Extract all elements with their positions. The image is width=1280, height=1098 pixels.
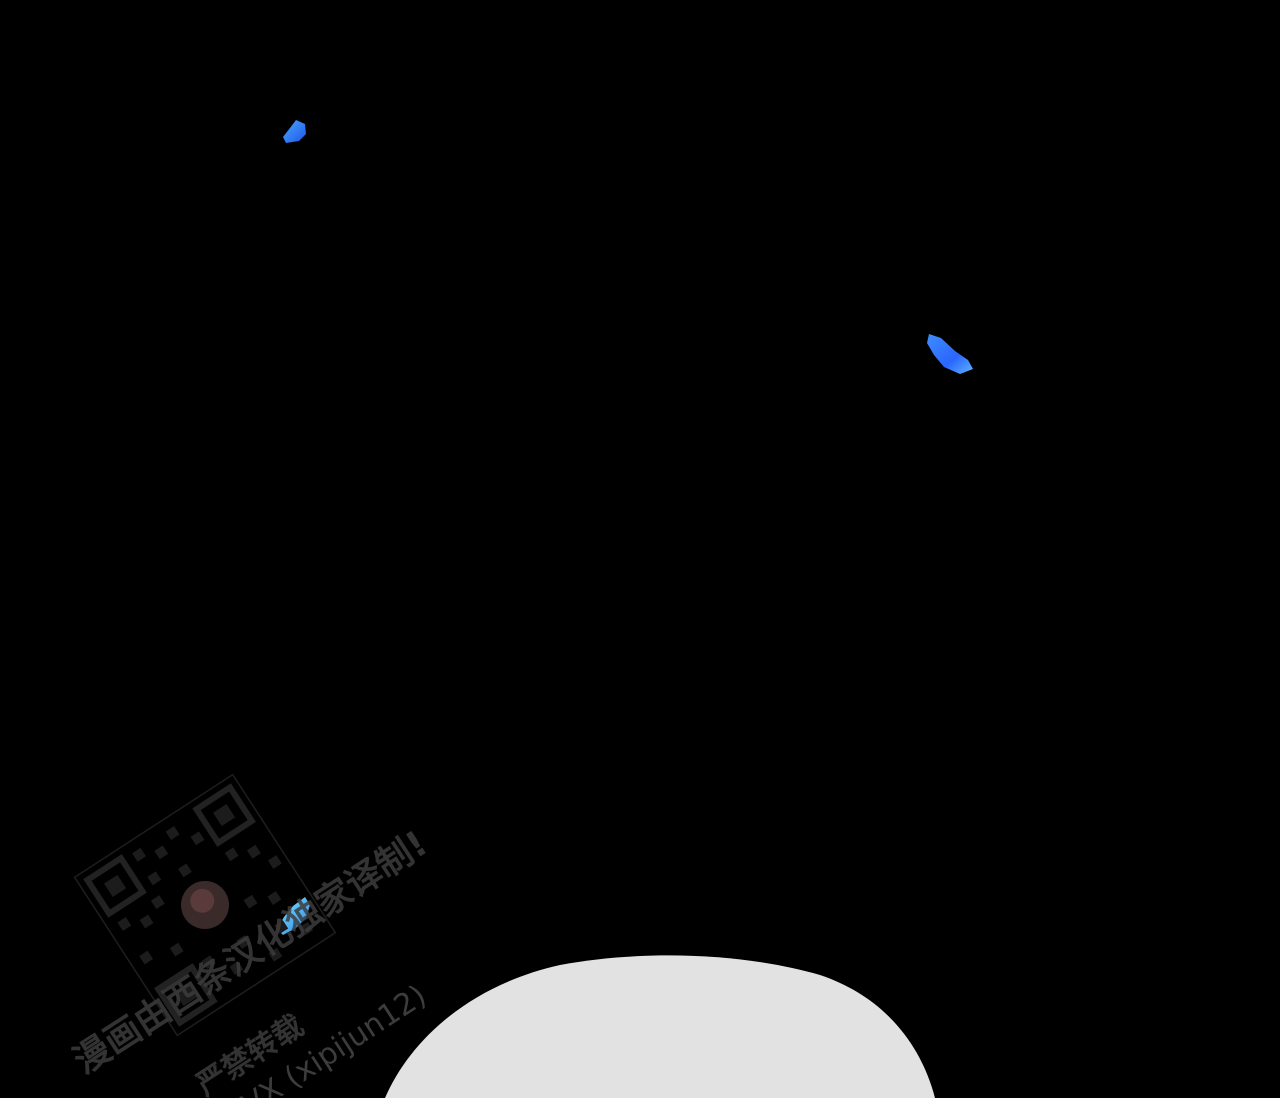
qr-code-icon <box>73 773 337 1037</box>
white-blob <box>385 955 935 1098</box>
blue-crystal-shard-top-left <box>283 120 306 143</box>
blue-crystal-shard-right <box>927 334 973 374</box>
watermark: 漫画由西条汉化独家译制! 严禁转载 VX (xipijun12) <box>40 770 560 1098</box>
